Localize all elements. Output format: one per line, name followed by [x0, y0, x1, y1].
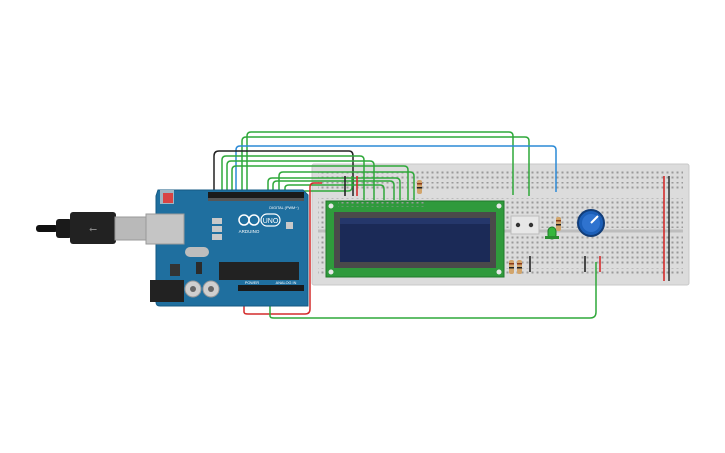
wire-green [226, 160, 375, 200]
wire-green [241, 136, 530, 196]
power-analog-header [238, 285, 304, 291]
resistor[interactable] [417, 180, 422, 194]
arduino-label: ARDUINO [239, 229, 260, 234]
wire-green [246, 131, 514, 195]
resistor[interactable] [517, 260, 522, 274]
wire-green [278, 171, 415, 200]
wire-green [284, 184, 385, 200]
usb-port [145, 213, 185, 245]
green-led[interactable] [545, 226, 559, 240]
potentiometer[interactable] [577, 209, 605, 237]
power-jack [150, 280, 184, 302]
uno-label: UNO [263, 218, 279, 225]
usb-icon: ⭠ [89, 224, 97, 235]
wire-black [213, 150, 354, 196]
analog-header-label: ANALOG IN [276, 281, 297, 285]
resistor[interactable] [509, 260, 514, 274]
pushbutton[interactable] [510, 215, 540, 235]
resistor[interactable] [556, 217, 561, 231]
lcd-16x2[interactable] [325, 200, 505, 278]
wire-blue [235, 145, 557, 192]
lcd-screen [340, 218, 490, 262]
wire-green [221, 155, 365, 200]
wire-green [269, 262, 597, 319]
wire-green [272, 180, 395, 200]
digital-header [208, 192, 304, 198]
usb-cable[interactable]: ⭠ [36, 212, 150, 244]
wires[interactable] [213, 131, 601, 319]
power-header-label: POWER [245, 281, 260, 285]
wire-green [267, 177, 401, 200]
wire-green [231, 165, 409, 200]
wire-red [243, 182, 322, 315]
digital-header-label: DIGITAL (PWM~) [269, 206, 299, 210]
reset-button [163, 193, 173, 203]
atmega-chip [219, 262, 299, 280]
crystal [185, 247, 209, 257]
arduino-uno-board[interactable]: UNO ARDUINO DIGITAL (PWM~) POWER ANALOG … [145, 189, 309, 307]
